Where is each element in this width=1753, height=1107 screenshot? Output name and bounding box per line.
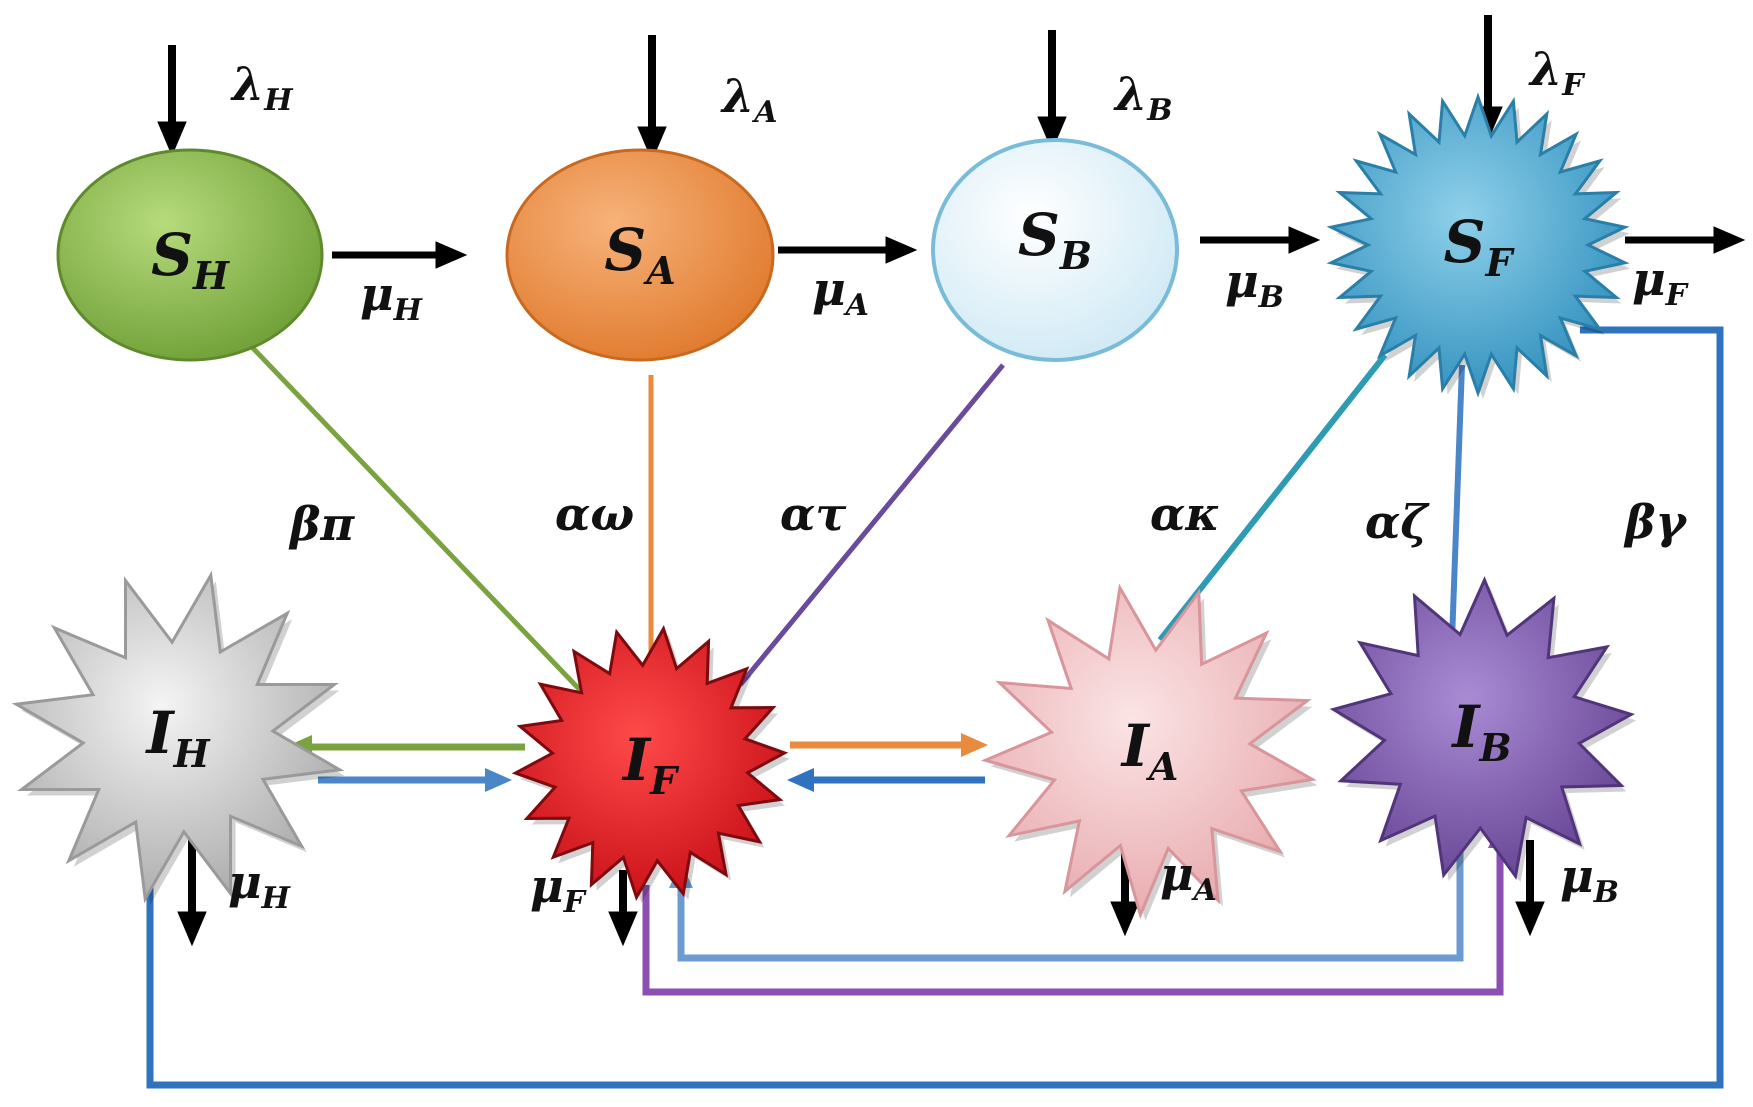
i-mortality-arrows [177,820,1545,947]
node-if-label: IF [621,726,680,803]
beta-pi-label: βπ [288,497,356,551]
mortality-arrowhead-sb [1288,226,1321,254]
node-sf-label: SF [1444,208,1516,285]
mortality-arrowhead-ib [1515,901,1545,937]
mu-sb-label: μB [1225,254,1284,315]
alpha-tau-label: ατ [780,487,846,541]
star-sf-shape [1326,92,1630,398]
lambda-b-label: λB [1113,67,1173,128]
alpha-zeta-label: αζ [1365,495,1430,549]
node-ia: IA [980,583,1318,921]
node-ih-label: IH [144,699,210,776]
mu-sa-label: μA [812,262,869,323]
mu-sf-label: μF [1632,252,1690,313]
link-if-ib-loop [642,845,1504,996]
node-sh: SH [56,148,324,362]
node-sa-label: SA [604,216,675,293]
star-if-shape [511,625,789,901]
node-sh-label: SH [151,221,230,298]
link-sf-ib [1449,364,1465,641]
star-ia-shape [980,583,1317,920]
star-ib-shape [1329,576,1635,880]
node-ia-label: IA [1120,712,1179,789]
node-sb-label: SB [1018,201,1092,278]
recruitment-arrows [157,15,1503,162]
mortality-arrowhead-ia [1110,901,1140,937]
node-sa: SA [505,148,775,362]
link-sb-if [738,363,1005,687]
link-sf-ih-loop [146,326,1724,1089]
node-sf: SF [1326,92,1630,399]
beta-gamma-label: βγ [1623,495,1689,549]
mortality-arrowhead-ih [177,911,207,947]
link-ib-if-loop [677,840,1464,962]
lambda-f-label: λF [1528,42,1586,103]
mortality-arrowhead-sh [435,241,468,269]
mortality-arrowhead-sa [885,236,918,264]
mu-sh-label: μH [360,267,424,328]
transmission-links [146,326,1724,1089]
node-ib: IB [1329,576,1637,883]
arrowhead-if-blue [485,768,512,792]
recruitment-arrowhead-b [1037,116,1067,152]
lambda-h-label: λH [230,57,294,118]
node-ib-label: IB [1450,693,1511,770]
mu-ia-label: μA [1160,847,1217,908]
mu-ih-label: μH [228,855,292,916]
node-sb: SB [931,138,1179,362]
link-sh-if [248,343,582,692]
recruitment-arrowhead-a [637,126,667,162]
mortality-arrowhead-if [608,911,638,947]
star-ih-shape [11,570,345,904]
node-ih: IH [11,570,345,905]
arrowhead-ia-orange [961,733,988,757]
node-if: IF [511,625,790,904]
mu-ib-label: μB [1560,849,1619,910]
arrowhead-if-dark-blue [787,768,814,792]
alpha-omega-label: αω [555,487,634,541]
recruitment-arrowhead-h [157,121,187,157]
lambda-a-label: λA [720,69,778,130]
s-mortality-arrows [332,226,1746,269]
mu-if-label: μF [530,859,588,920]
alpha-kappa-label: ακ [1150,487,1220,541]
mortality-arrowhead-sf [1713,226,1746,254]
